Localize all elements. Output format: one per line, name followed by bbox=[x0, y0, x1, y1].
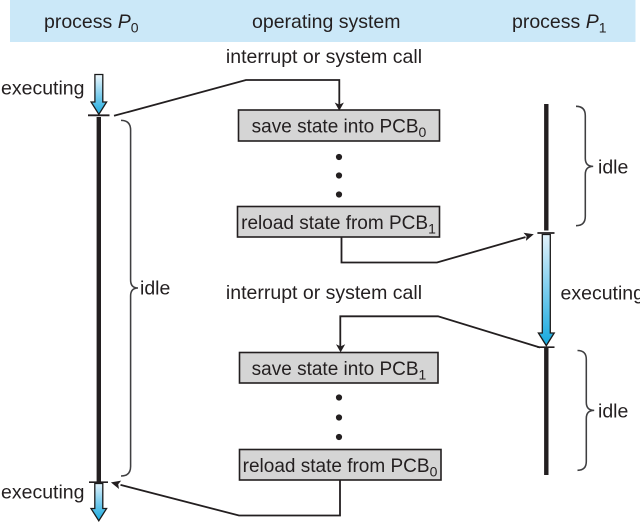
svg-text:save state into PCB0: save state into PCB0 bbox=[252, 117, 427, 141]
svg-text:interrupt or system call: interrupt or system call bbox=[226, 282, 422, 304]
svg-text:process P0: process P0 bbox=[44, 11, 139, 36]
svg-text:process P1: process P1 bbox=[512, 11, 607, 36]
svg-text:interrupt or system call: interrupt or system call bbox=[226, 46, 422, 68]
svg-text:reload state from PCB1: reload state from PCB1 bbox=[241, 213, 436, 237]
svg-text:idle: idle bbox=[140, 278, 170, 300]
svg-text:save state into PCB1: save state into PCB1 bbox=[252, 359, 427, 383]
svg-text:idle: idle bbox=[598, 157, 628, 179]
svg-text:executing: executing bbox=[561, 283, 640, 305]
svg-text:reload state from PCB0: reload state from PCB0 bbox=[243, 456, 438, 480]
svg-text:idle: idle bbox=[598, 401, 628, 423]
svg-text:executing: executing bbox=[1, 78, 84, 100]
svg-text:executing: executing bbox=[1, 482, 84, 504]
svg-text:operating system: operating system bbox=[252, 11, 401, 33]
